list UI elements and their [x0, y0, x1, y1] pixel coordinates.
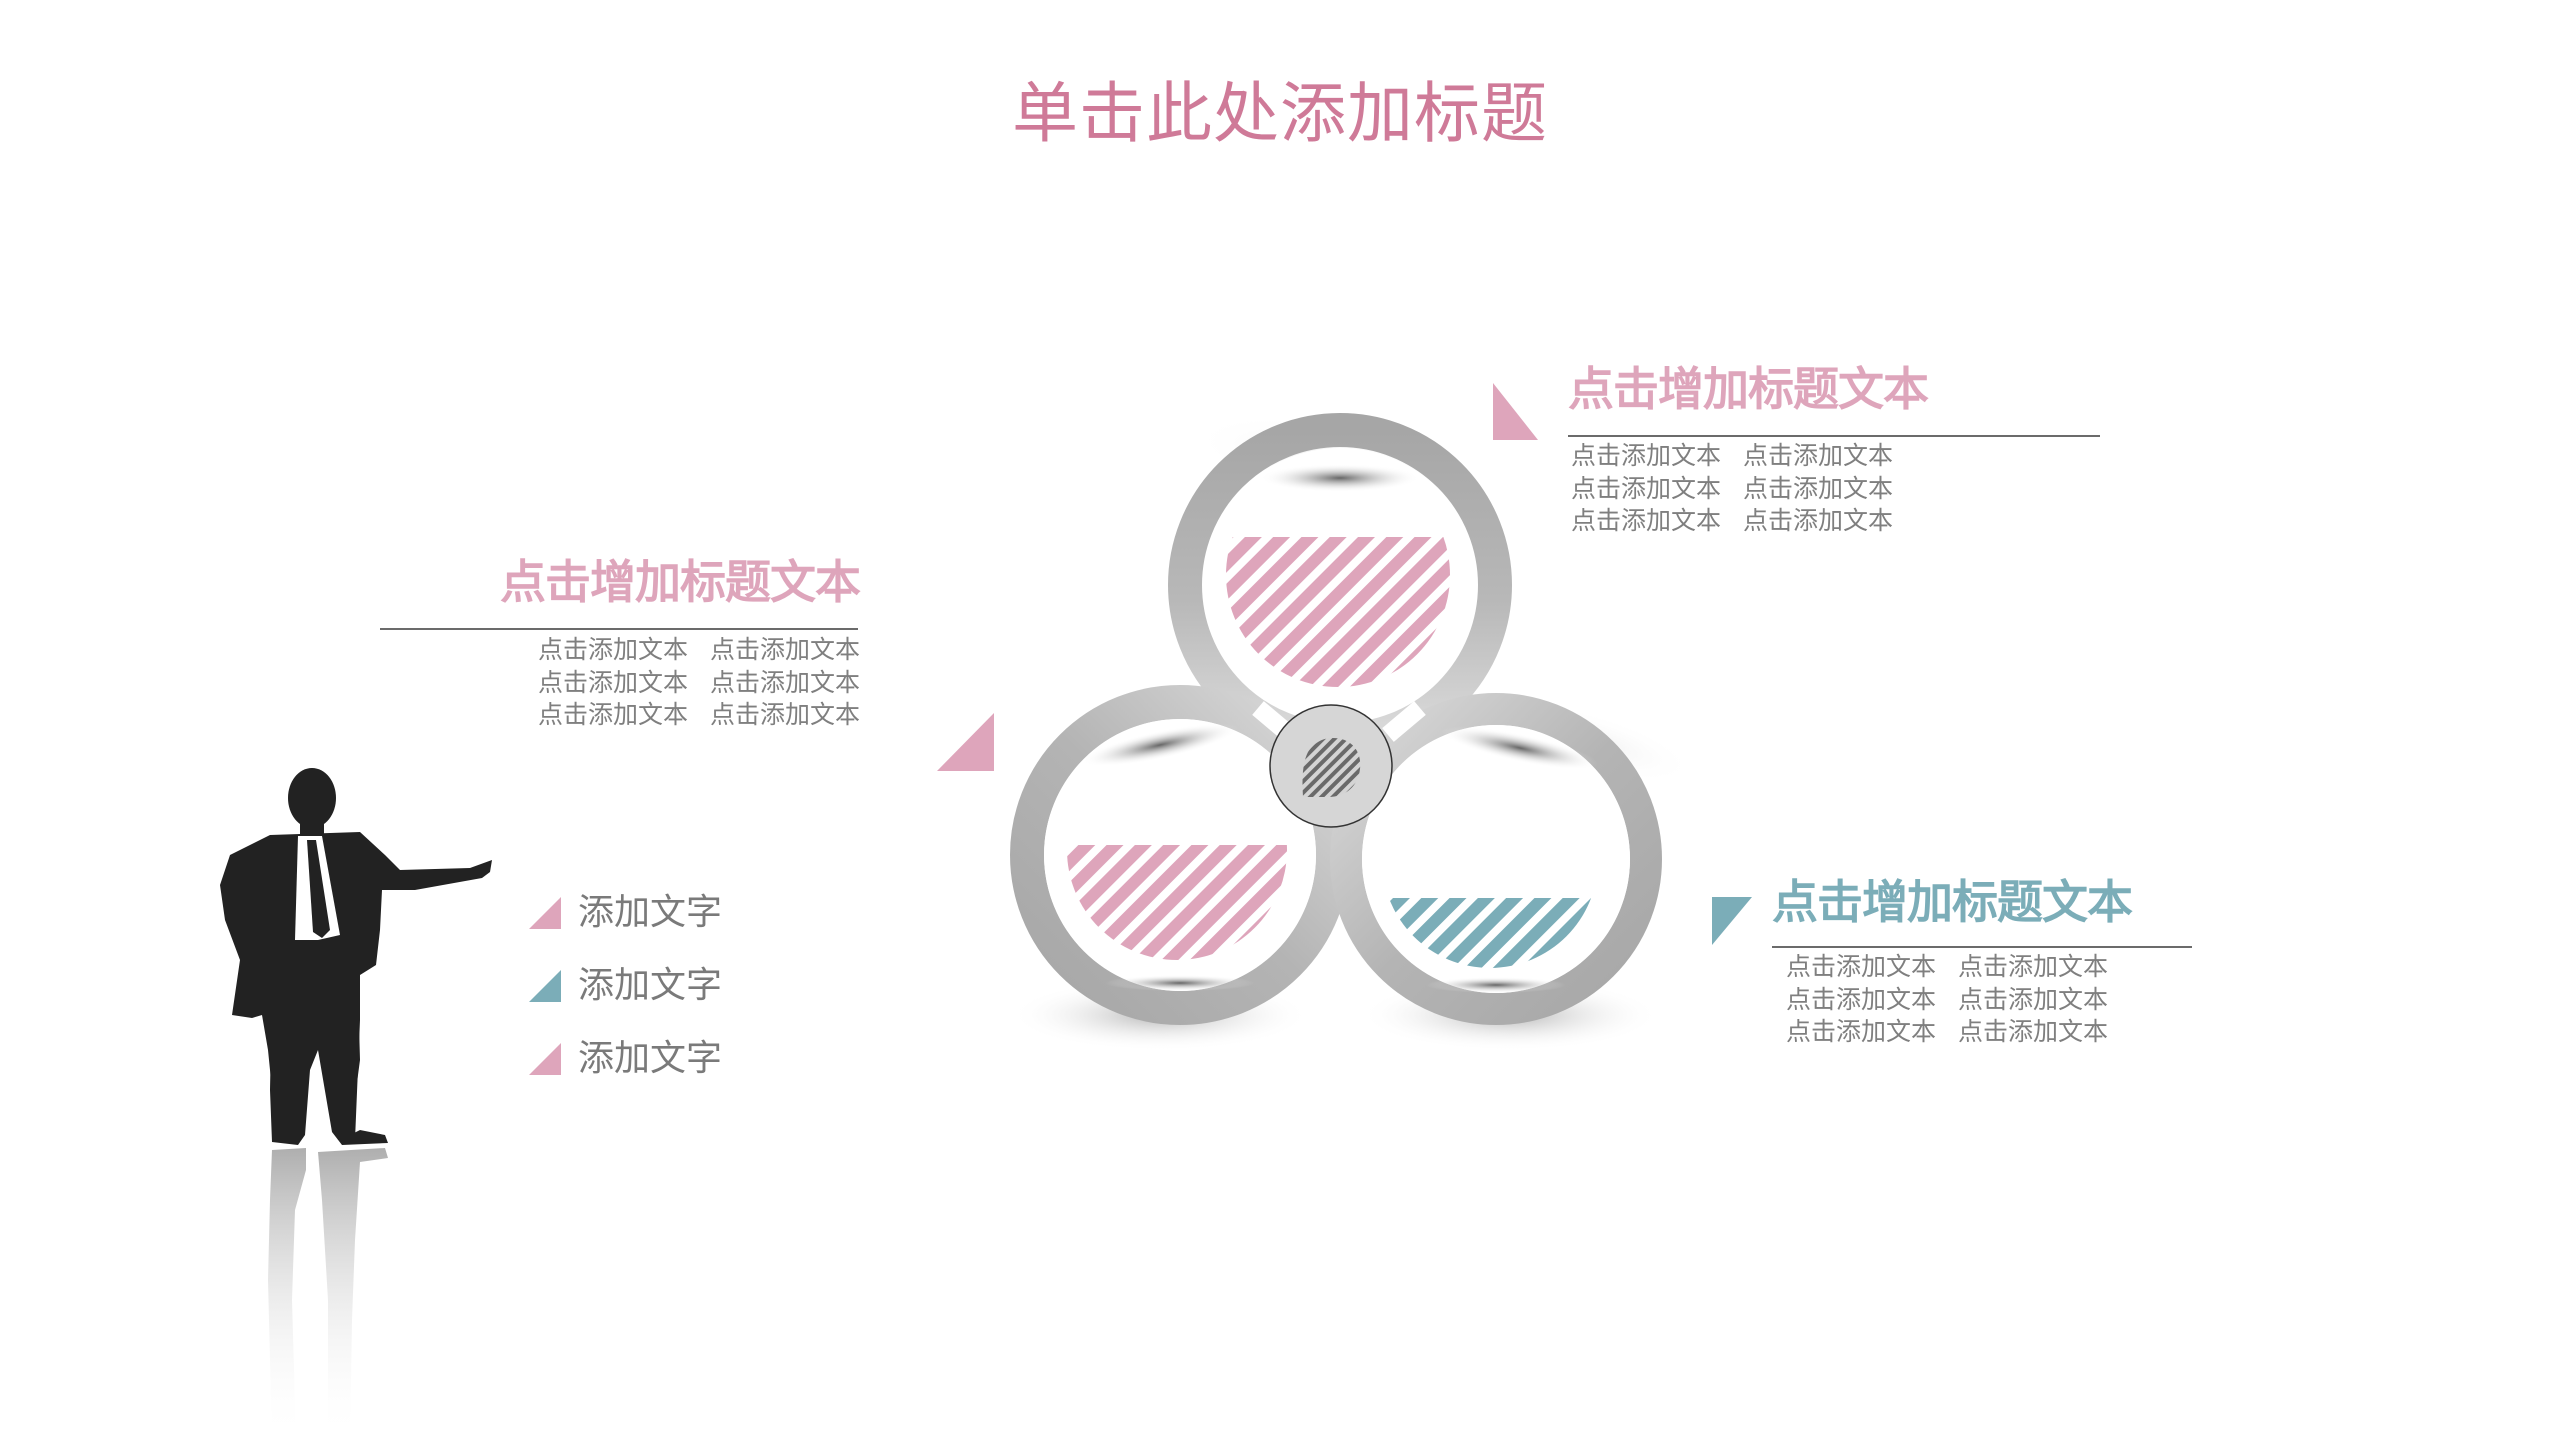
body-text: 点击添加文本	[537, 635, 688, 664]
divider-line	[380, 628, 858, 630]
body-text: 点击添加文本	[1571, 473, 1722, 503]
body-text: 点击添加文本	[1958, 1017, 2109, 1046]
body-text: 点击添加文本	[1743, 473, 1894, 503]
block-body[interactable]: 点击添加文本 点击添加文本 点击添加文本 点击添加文本 点击添加文本 点击添加文…	[1568, 441, 2108, 536]
legend-list: 添加文字 添加文字 添加文字	[529, 893, 722, 1079]
body-text: 点击添加文本	[537, 700, 688, 729]
body-text: 点击添加文本	[709, 700, 860, 729]
businessman-silhouette-icon	[210, 760, 500, 1440]
block-heading[interactable]: 点击增加标题文本	[500, 555, 861, 609]
divider-line	[1568, 435, 2100, 437]
divider-line	[1772, 946, 2192, 948]
circle-bottom-right	[1330, 693, 1662, 1025]
text-block-left: 点击增加标题文本 点击添加文本 点击添加文本 点击添加文本 点击添加文本 点击添…	[380, 555, 861, 730]
body-text: 点击添加文本	[1958, 952, 2109, 981]
legend-item[interactable]: 添加文字	[529, 893, 722, 933]
body-text: 点击添加文本	[1571, 441, 1722, 470]
legend-label: 添加文字	[578, 965, 723, 1006]
triangle-marker-icon	[529, 970, 561, 1002]
body-text: 点击添加文本	[1786, 1017, 1937, 1046]
text-block-bottom-right: 点击增加标题文本 点击添加文本 点击添加文本 点击添加文本 点击添加文本 点击添…	[1772, 875, 2202, 1047]
center-disc	[1269, 704, 1393, 828]
circle-bottom-left	[1010, 685, 1350, 1025]
triangle-marker-icon	[1493, 383, 1538, 440]
triangle-marker-icon	[529, 897, 561, 929]
body-text: 点击添加文本	[1743, 441, 1894, 470]
body-text: 点击添加文本	[537, 667, 688, 697]
body-text: 点击添加文本	[709, 667, 860, 697]
legend-label: 添加文字	[578, 1038, 723, 1079]
legend-item[interactable]: 添加文字	[529, 966, 722, 1006]
triangle-marker-icon	[1712, 897, 1752, 945]
triangle-marker-icon	[937, 713, 994, 771]
legend-item[interactable]: 添加文字	[529, 1039, 722, 1079]
block-body[interactable]: 点击添加文本 点击添加文本 点击添加文本 点击添加文本 点击添加文本 点击添加文…	[1772, 952, 2202, 1047]
block-body[interactable]: 点击添加文本 点击添加文本 点击添加文本 点击添加文本 点击添加文本 点击添加文…	[380, 635, 860, 730]
text-block-top-right: 点击增加标题文本 点击添加文本 点击添加文本 点击添加文本 点击添加文本 点击添…	[1568, 362, 2108, 536]
body-text: 点击添加文本	[1743, 506, 1894, 535]
circle-top	[1168, 413, 1512, 757]
body-text: 点击添加文本	[1571, 506, 1722, 535]
slide-title[interactable]: 单击此处添加标题	[1012, 75, 1548, 152]
body-text: 点击添加文本	[1786, 952, 1937, 981]
body-text: 点击添加文本	[1786, 984, 1937, 1014]
body-text: 点击添加文本	[709, 635, 860, 664]
triangle-marker-icon	[529, 1043, 561, 1075]
block-heading[interactable]: 点击增加标题文本	[1568, 362, 1929, 416]
body-text: 点击添加文本	[1958, 984, 2109, 1014]
block-heading[interactable]: 点击增加标题文本	[1772, 875, 2133, 929]
legend-label: 添加文字	[578, 892, 723, 933]
